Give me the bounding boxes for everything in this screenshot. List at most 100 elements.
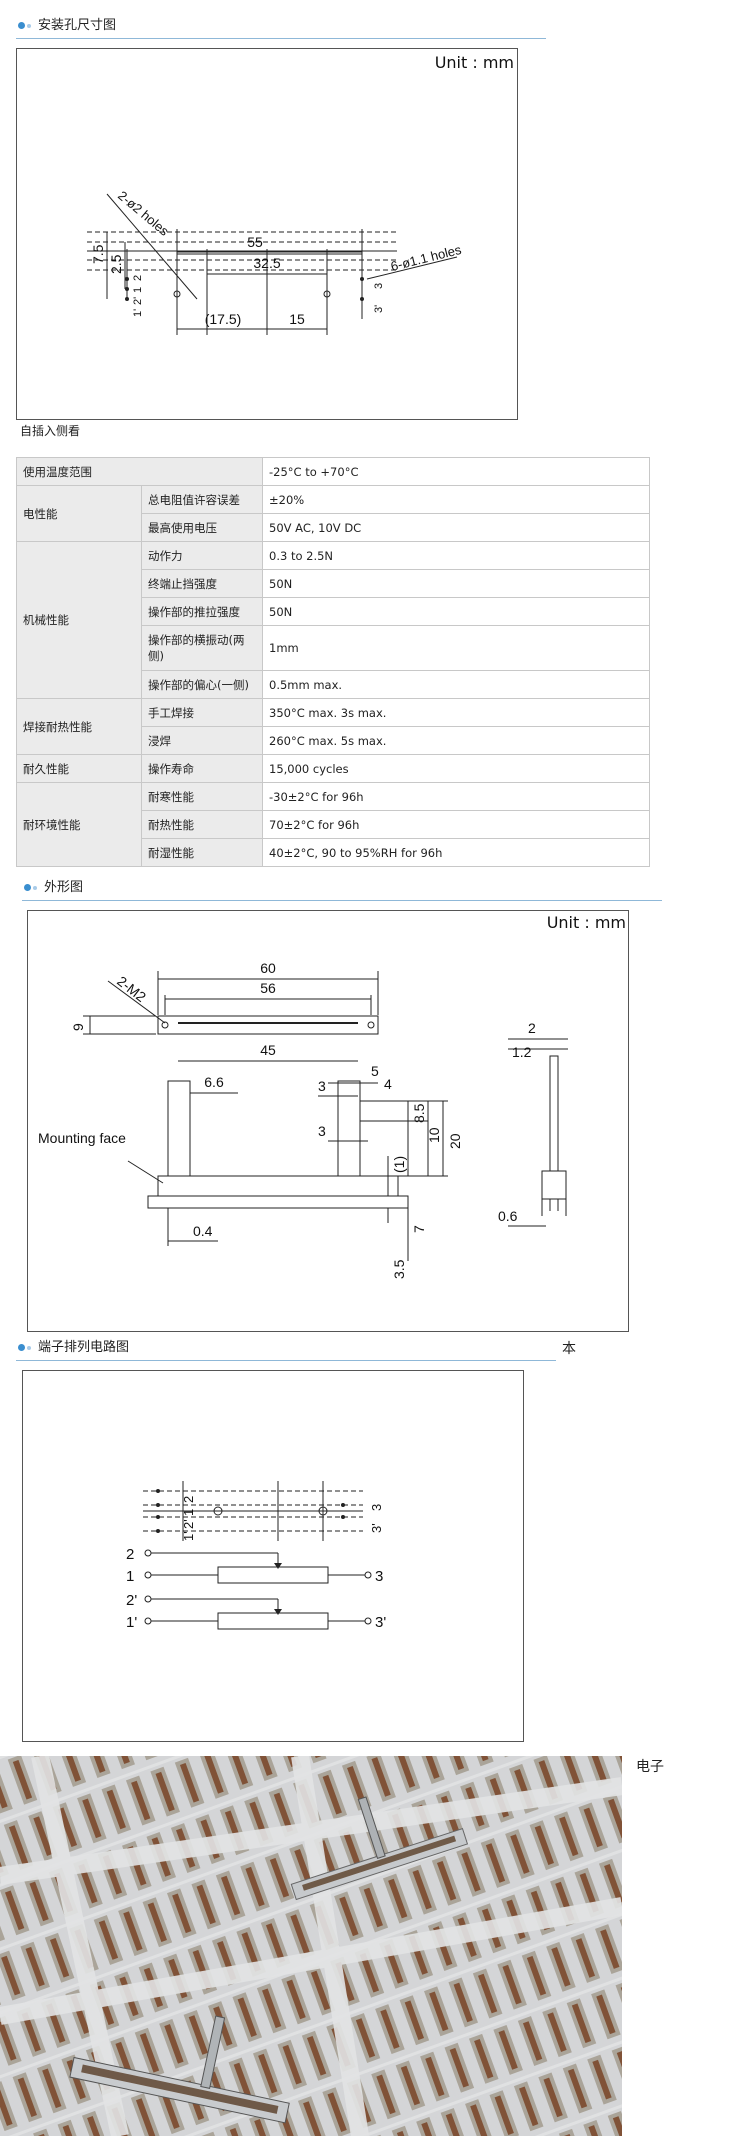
dim-60: 60 (260, 960, 276, 976)
dim-3-top: 3 (318, 1078, 326, 1094)
terminal-3: 3 (375, 1568, 383, 1585)
terminal-1-top: 1 (181, 1509, 196, 1516)
dim-8-5: 8.5 (411, 1103, 427, 1123)
table-row: 耐热性能 70±2°C for 96h (17, 810, 650, 839)
table-row: 操作部的偏心(一侧) 0.5mm max. (17, 670, 650, 699)
section-header-circuit: 端子排列电路图 (16, 1340, 556, 1361)
circuit-diagram: 2 1 2' 1' 3 3' 2 1 2' 1' 3 3' (126, 1481, 386, 1631)
dim-10: 10 (426, 1127, 442, 1143)
outline-diagram: 60 56 45 6.6 5 4 3 3 8.5 10 20 (1) 7 3.5… (38, 960, 568, 1279)
dim-0-4: 0.4 (193, 1223, 213, 1239)
terminal-3: 3 (373, 283, 385, 289)
spec-item: 操作部的推拉强度 (141, 597, 263, 626)
spec-item: 操作部的横振动(两侧) (141, 625, 263, 671)
view-caption: 自插入侧看 (20, 424, 81, 438)
terminal-2: 2 (126, 1546, 134, 1563)
dim-3-mid: 3 (318, 1123, 326, 1139)
dim-1: (1) (391, 1156, 407, 1173)
outline-diagram-frame: Unit : mm (27, 910, 629, 1332)
spec-value: 1mm (262, 625, 650, 671)
dim-15: 15 (289, 311, 305, 327)
terminal-3-prime: 3' (375, 1614, 386, 1631)
spec-table: 使用温度范围 -25°C to +70°C 电性能 总电阻值许容误差 ±20% … (16, 457, 650, 867)
label-6-holes: 6-ø1.1 holes (389, 242, 463, 274)
terminal-2-prime: 2' (126, 1592, 137, 1609)
spec-item: 最高使用电压 (141, 513, 263, 542)
table-row: 操作部的推拉强度 50N (17, 597, 650, 626)
spec-value: 50V AC, 10V DC (262, 513, 650, 542)
dim-20: 20 (447, 1133, 463, 1149)
spec-item: 手工焊接 (141, 698, 263, 727)
spec-category: 耐久性能 (16, 754, 142, 783)
spec-category: 电性能 (16, 485, 142, 542)
dim-side-1-2: 1.2 (512, 1044, 532, 1060)
spec-value: 50N (262, 597, 650, 626)
spec-category: 使用温度范围 (16, 457, 263, 486)
terminal-2-top: 2 (181, 1496, 196, 1503)
spec-value: 70±2°C for 96h (262, 810, 650, 839)
table-row: 电性能 总电阻值许容误差 ±20% (16, 485, 650, 542)
spec-value: 40±2°C, 90 to 95%RH for 96h (262, 838, 650, 867)
spec-value: 0.5mm max. (262, 670, 650, 699)
table-row: 焊接耐热性能 手工焊接 350°C max. 3s max. (16, 698, 650, 755)
terminal-3-top: 3 (369, 1504, 384, 1511)
terminal-2-prime-top: 2' (181, 1519, 196, 1529)
dim-6-6: 6.6 (204, 1074, 224, 1090)
dim-17-5: (17.5) (205, 311, 242, 327)
terminal-1-prime: 1' (132, 309, 144, 317)
product-photo (0, 1756, 622, 2136)
dim-side-2: 2 (528, 1020, 536, 1036)
mounting-diagram: 55 32.5 (17.5) 15 7.5 2.5 2-ø2 holes 6-ø… (87, 188, 463, 335)
side-text-ben: 本 (562, 1341, 576, 1357)
spec-value: -25°C to +70°C (262, 457, 650, 486)
section-title: 外形图 (44, 880, 84, 895)
product-photo-illustration (0, 1756, 622, 2136)
section-title: 端子排列电路图 (38, 1340, 130, 1355)
spec-category: 耐环境性能 (16, 782, 142, 867)
section-title: 安装孔尺寸图 (38, 18, 117, 33)
table-row: 机械性能 动作力 0.3 to 2.5N (16, 541, 650, 699)
bullet-icon (18, 22, 31, 29)
table-row: 耐湿性能 40±2°C, 90 to 95%RH for 96h (17, 838, 650, 867)
bullet-icon (24, 884, 37, 891)
terminal-1: 1 (126, 1568, 134, 1585)
table-row: 最高使用电压 50V AC, 10V DC (17, 513, 650, 542)
label-2-m2: 2-M2 (114, 973, 149, 1005)
terminal-1: 1 (132, 287, 144, 293)
spec-value: 15,000 cycles (262, 754, 650, 783)
section-header-mounting: 安装孔尺寸图 (16, 18, 546, 39)
bullet-icon (18, 1344, 31, 1351)
dim-56: 56 (260, 980, 276, 996)
spec-category: 焊接耐热性能 (16, 698, 142, 755)
terminal-3-prime: 3' (373, 305, 385, 313)
side-text-dianzi: 电子 (636, 1759, 664, 1775)
spec-item: 浸焊 (141, 726, 263, 755)
circuit-diagram-frame: 2 1 2' 1' 3 3' 2 1 2' 1' 3 3' (22, 1370, 524, 1742)
table-row: 耐久性能 操作寿命 15,000 cycles (16, 754, 650, 783)
dim-7-5: 7.5 (90, 244, 106, 264)
spec-item: 耐湿性能 (141, 838, 263, 867)
dim-3-5: 3.5 (391, 1259, 407, 1279)
terminal-3-prime-top: 3' (369, 1523, 384, 1533)
terminal-1-prime-top: 1' (181, 1531, 196, 1541)
table-row: 使用温度范围 -25°C to +70°C (16, 457, 650, 486)
spec-value: 260°C max. 5s max. (262, 726, 650, 755)
spec-item: 终端止挡强度 (141, 569, 263, 598)
spec-item: 总电阻值许容误差 (141, 485, 263, 514)
dim-side-0-6: 0.6 (498, 1208, 518, 1224)
dim-2-5: 2.5 (108, 254, 124, 274)
terminal-2-prime: 2' (132, 297, 144, 305)
spec-value: -30±2°C for 96h (262, 782, 650, 811)
table-row: 耐环境性能 耐寒性能 -30±2°C for 96h (16, 782, 650, 867)
spec-category: 机械性能 (16, 541, 142, 699)
terminal-1-prime: 1' (126, 1614, 137, 1631)
dim-9: 9 (70, 1023, 86, 1031)
spec-value: 50N (262, 569, 650, 598)
dim-5: 5 (371, 1063, 379, 1079)
terminal-2: 2 (132, 275, 144, 281)
unit-label: Unit : mm (546, 913, 626, 932)
spec-value: 0.3 to 2.5N (262, 541, 650, 570)
dim-45: 45 (260, 1042, 276, 1058)
spec-item: 操作寿命 (141, 754, 263, 783)
label-mounting-face: Mounting face (38, 1130, 126, 1146)
